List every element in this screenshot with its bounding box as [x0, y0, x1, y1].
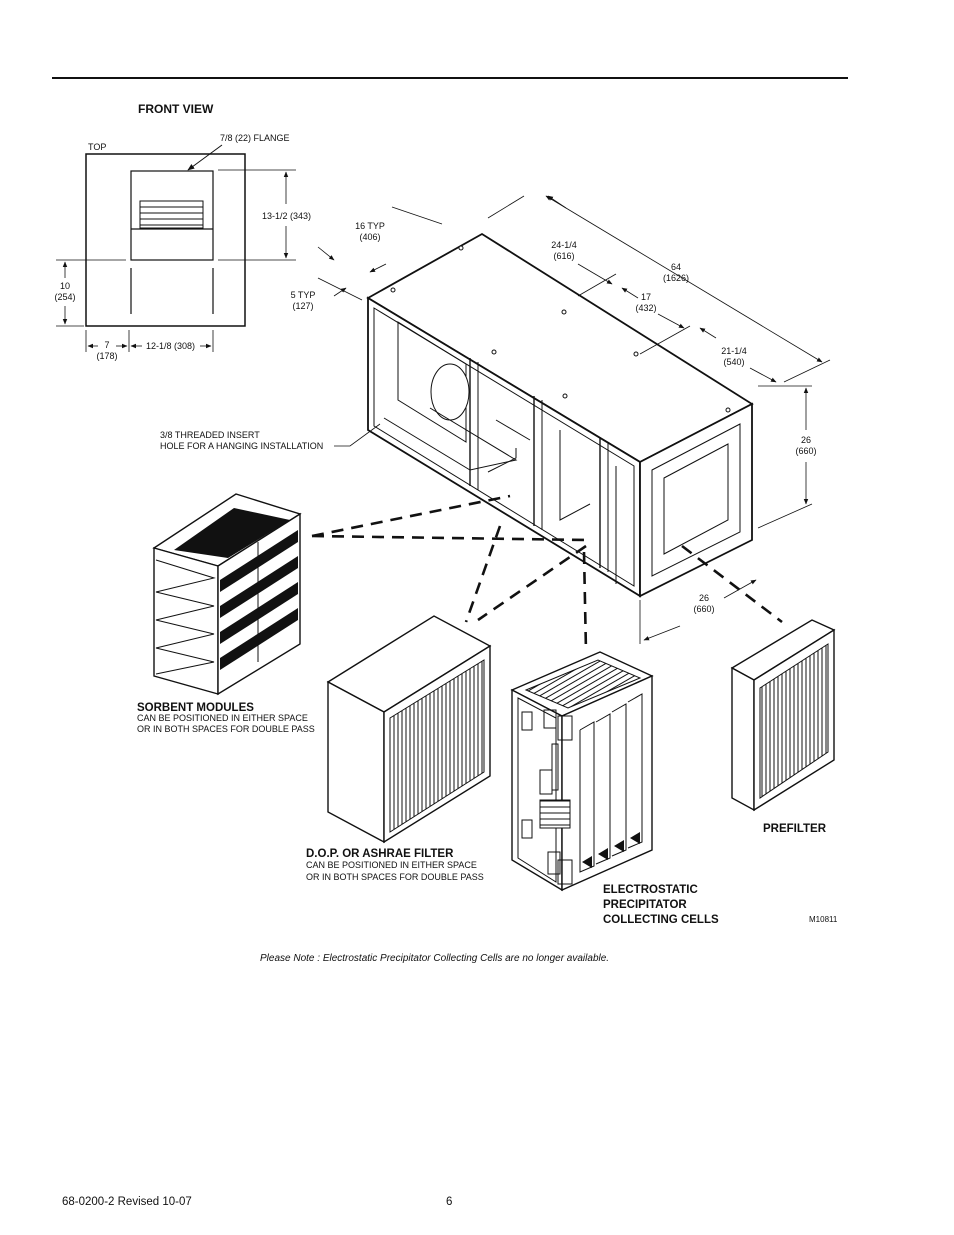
availability-note: Please Note : Electrostatic Precipitator… [260, 953, 610, 964]
sorbent-modules-drawing: SORBENT MODULES CAN BE POSITIONED IN EIT… [137, 493, 315, 734]
top-label: TOP [88, 142, 106, 152]
dim-17-mm: (432) [635, 303, 656, 313]
electrostatic-cells-drawing: ELECTROSTATIC PRECIPITATOR COLLECTING CE… [510, 651, 719, 926]
dop-desc-line1: CAN BE POSITIONED IN EITHER SPACE [306, 860, 477, 870]
dim-16-typ: 16 TYP [355, 221, 385, 231]
dim-26-height: 26 [801, 435, 811, 445]
dim-26-width: 26 [699, 593, 709, 603]
prefilter-title: PREFILTER [763, 823, 827, 835]
dim-21-1-4-mm: (540) [723, 357, 744, 367]
insert-label-line1: 3/8 THREADED INSERT [160, 430, 260, 440]
dop-desc-line2: OR IN BOTH SPACES FOR DOUBLE PASS [306, 872, 484, 882]
dim-21-1-4: 21-1/4 [721, 346, 747, 356]
dim-64: 64 [671, 262, 681, 272]
front-view-title: FRONT VIEW [138, 102, 214, 116]
dim-24-1-4: 24-1/4 [551, 240, 577, 250]
dop-filter-drawing: D.O.P. OR ASHRAE FILTER CAN BE POSITIONE… [306, 615, 492, 882]
dop-title: D.O.P. OR ASHRAE FILTER [306, 848, 454, 860]
dim-opening-width: 12-1/8 (308) [146, 341, 195, 351]
electro-line3: COLLECTING CELLS [603, 914, 719, 926]
sorbent-desc-line2: OR IN BOTH SPACES FOR DOUBLE PASS [137, 724, 315, 734]
electro-line2: PRECIPITATOR [603, 899, 687, 911]
dim-5-typ: 5 TYP [291, 290, 316, 300]
dim-left-a: 7 [104, 340, 109, 350]
flange-label: 7/8 (22) FLANGE [220, 133, 290, 143]
dim-24-1-4-mm: (616) [553, 251, 574, 261]
dim-5-typ-mm: (127) [292, 301, 313, 311]
dim-17: 17 [641, 292, 651, 302]
dim-64-mm: (1626) [663, 273, 689, 283]
figure-code: M10811 [809, 915, 838, 924]
dim-16-typ-mm: (406) [359, 232, 380, 242]
header-rule [52, 77, 848, 79]
insert-label-line2: HOLE FOR A HANGING INSTALLATION [160, 441, 323, 451]
footer-page-number: 6 [446, 1196, 453, 1208]
footer-doc-number: 68-0200-2 Revised 10-07 [62, 1196, 192, 1208]
component-leaders [311, 494, 783, 653]
prefilter-drawing: PREFILTER [730, 619, 836, 835]
dim-bottom-a: 10 [60, 281, 70, 291]
sorbent-desc-line1: CAN BE POSITIONED IN EITHER SPACE [137, 713, 308, 723]
front-view-drawing: FRONT VIEW TOP 7/8 (22) FLANGE 13-1/2 (3… [54, 102, 311, 361]
sorbent-title: SORBENT MODULES [137, 702, 254, 714]
dim-26-width-mm: (660) [693, 604, 714, 614]
dim-left-b: (178) [96, 351, 117, 361]
cabinet-drawing: 16 TYP (406) 5 TYP (127) 24-1/4 (616) 64… [160, 195, 831, 644]
electro-line1: ELECTROSTATIC [603, 884, 698, 896]
dim-opening-height: 13-1/2 (343) [262, 211, 311, 221]
dim-bottom-b: (254) [54, 292, 75, 302]
dim-26-height-mm: (660) [795, 446, 816, 456]
